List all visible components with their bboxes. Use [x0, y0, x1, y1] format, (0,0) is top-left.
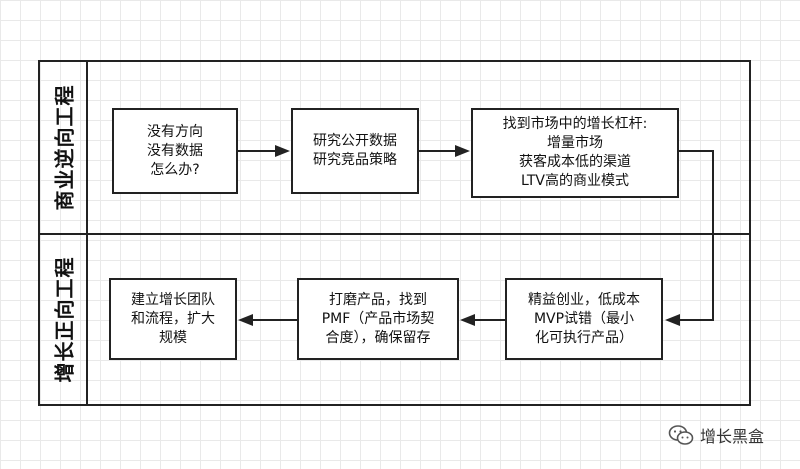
box-line: 找到市场中的增长杠杆: [502, 116, 648, 132]
box-line: 合度），确保留存 [325, 329, 431, 346]
step-find-growth-lever: 找到市场中的增长杠杆: 增量市场 获客成本低的渠道 LTV高的商业模式 [471, 108, 679, 198]
box-line: 建立增长团队 [131, 291, 215, 308]
arrowhead [460, 314, 475, 326]
wechat-icon [668, 425, 694, 445]
box-line: 打磨产品，找到 [329, 291, 427, 308]
box-line: PMF（产品市场契 [321, 310, 435, 327]
box-line: 没有数据 [147, 142, 203, 159]
box-line: 获客成本低的渠道 [519, 154, 631, 170]
arrow-b3-b4 [679, 150, 714, 321]
lane-divider [38, 233, 751, 235]
step-lean-mvp: 精益创业，低成本 MVP试错（最小 化可执行产品） [505, 278, 663, 360]
step-no-direction: 没有方向 没有数据 怎么办? [112, 108, 238, 194]
box-line: MVP试错（最小 [533, 310, 635, 327]
step-build-team: 建立增长团队 和流程，扩大 规模 [109, 278, 237, 360]
box-line: 研究竞品策略 [313, 152, 397, 168]
brand-name: 增长黑盒 [700, 427, 765, 446]
box-line: 规模 [159, 329, 187, 346]
step-pmf: 打磨产品，找到 PMF（产品市场契 合度），确保留存 [297, 278, 459, 360]
arrowhead [275, 145, 290, 157]
brand-watermark: 增长黑盒 [668, 422, 764, 448]
arrowhead [665, 314, 680, 326]
box-line: LTV高的商业模式 [520, 173, 629, 189]
box-line: 增量市场 [547, 135, 603, 151]
arrowhead [455, 145, 470, 157]
box-line: 怎么办? [150, 161, 200, 178]
box-line: 没有方向 [147, 123, 203, 140]
arrowhead [238, 314, 253, 326]
box-line: 和流程，扩大 [131, 310, 215, 327]
box-line: 精益创业，低成本 [528, 291, 640, 308]
box-line: 研究公开数据 [313, 133, 397, 149]
lane-header-divider [86, 60, 88, 406]
box-line: 化可执行产品） [535, 329, 633, 346]
step-research-data: 研究公开数据 研究竞品策略 [291, 108, 419, 194]
